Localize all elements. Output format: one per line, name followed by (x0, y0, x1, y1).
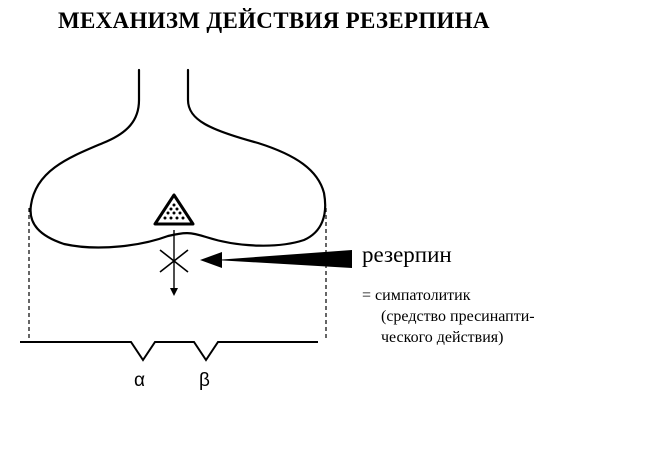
diagram-title: МЕХАНИЗМ ДЕЙСТВИЯ РЕЗЕРПИНА (58, 8, 490, 33)
classification-line-2: (средство пресинапти- (381, 308, 535, 325)
classification-line-1: = симпатолитик (362, 287, 471, 304)
beta-receptor-label: β (199, 370, 210, 391)
reserpine-label: резерпин (362, 242, 452, 267)
alpha-receptor-label: α (134, 370, 145, 391)
vesicle-triangle-icon (153, 193, 195, 226)
inhibition-wedge-arrow-icon (200, 250, 352, 268)
presynaptic-terminal (29, 68, 327, 249)
blocked-release-cross-icon (159, 230, 189, 296)
postsynaptic-membrane (20, 341, 318, 362)
classification-line-3: ческого действия) (381, 329, 504, 346)
classification-text: = симпатолитик (средство пресинапти- чес… (362, 285, 535, 348)
